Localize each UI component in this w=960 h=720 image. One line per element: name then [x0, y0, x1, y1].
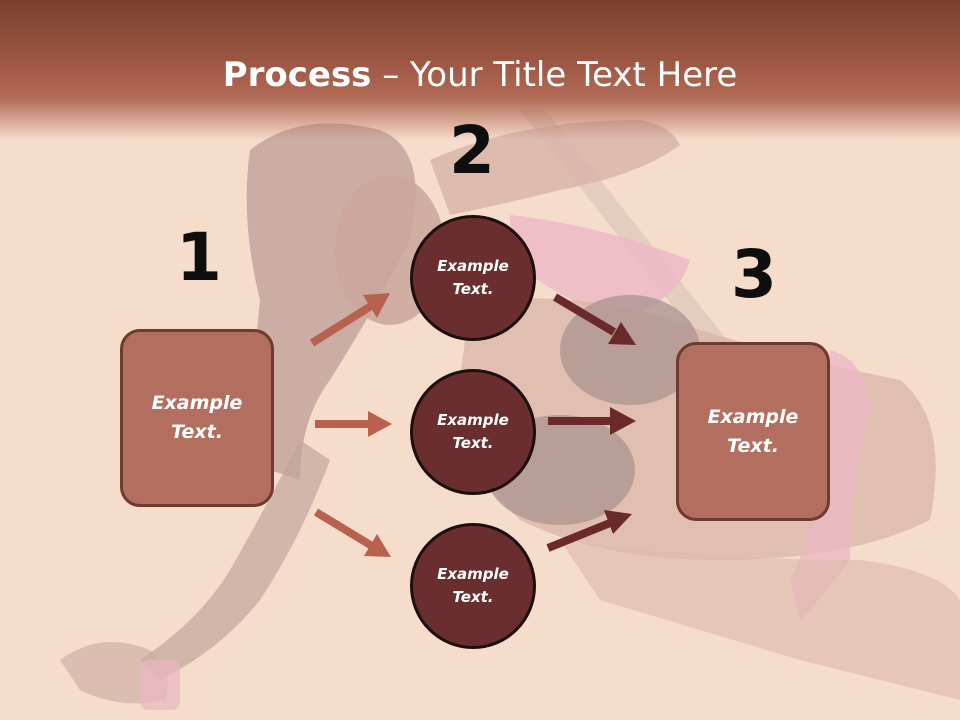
arrow-to-bottom-circle — [313, 508, 391, 557]
step-2-circle-top: Example Text. — [410, 215, 536, 341]
title-band — [0, 0, 960, 140]
step-number-3: 3 — [731, 236, 777, 313]
arrow-from-bottom-circle — [546, 510, 632, 552]
step-2-circle-bottom: Example Text. — [410, 523, 536, 649]
step-3-box-text: Example Text. — [707, 405, 799, 457]
arrow-from-top-circle — [552, 293, 636, 345]
title-rest: – Your Title Text Here — [371, 55, 738, 95]
slide-title: Process – Your Title Text Here — [0, 54, 960, 96]
step-number-2: 2 — [449, 112, 495, 189]
arrow-to-middle-circle — [315, 411, 392, 437]
arrow-to-top-circle — [309, 293, 390, 347]
arrow-from-middle-circle — [548, 407, 636, 435]
title-bold: Process — [222, 55, 372, 95]
step-1-box-text: Example Text. — [151, 392, 243, 443]
circle-top-text: Example Text. — [437, 257, 509, 298]
step-1-box: Example Text. — [120, 329, 274, 507]
circle-bottom-text: Example Text. — [437, 565, 509, 606]
step-3-box: Example Text. — [676, 342, 830, 521]
circle-middle-text: Example Text. — [437, 411, 509, 452]
step-number-1: 1 — [176, 219, 222, 296]
step-2-circle-middle: Example Text. — [410, 369, 536, 495]
